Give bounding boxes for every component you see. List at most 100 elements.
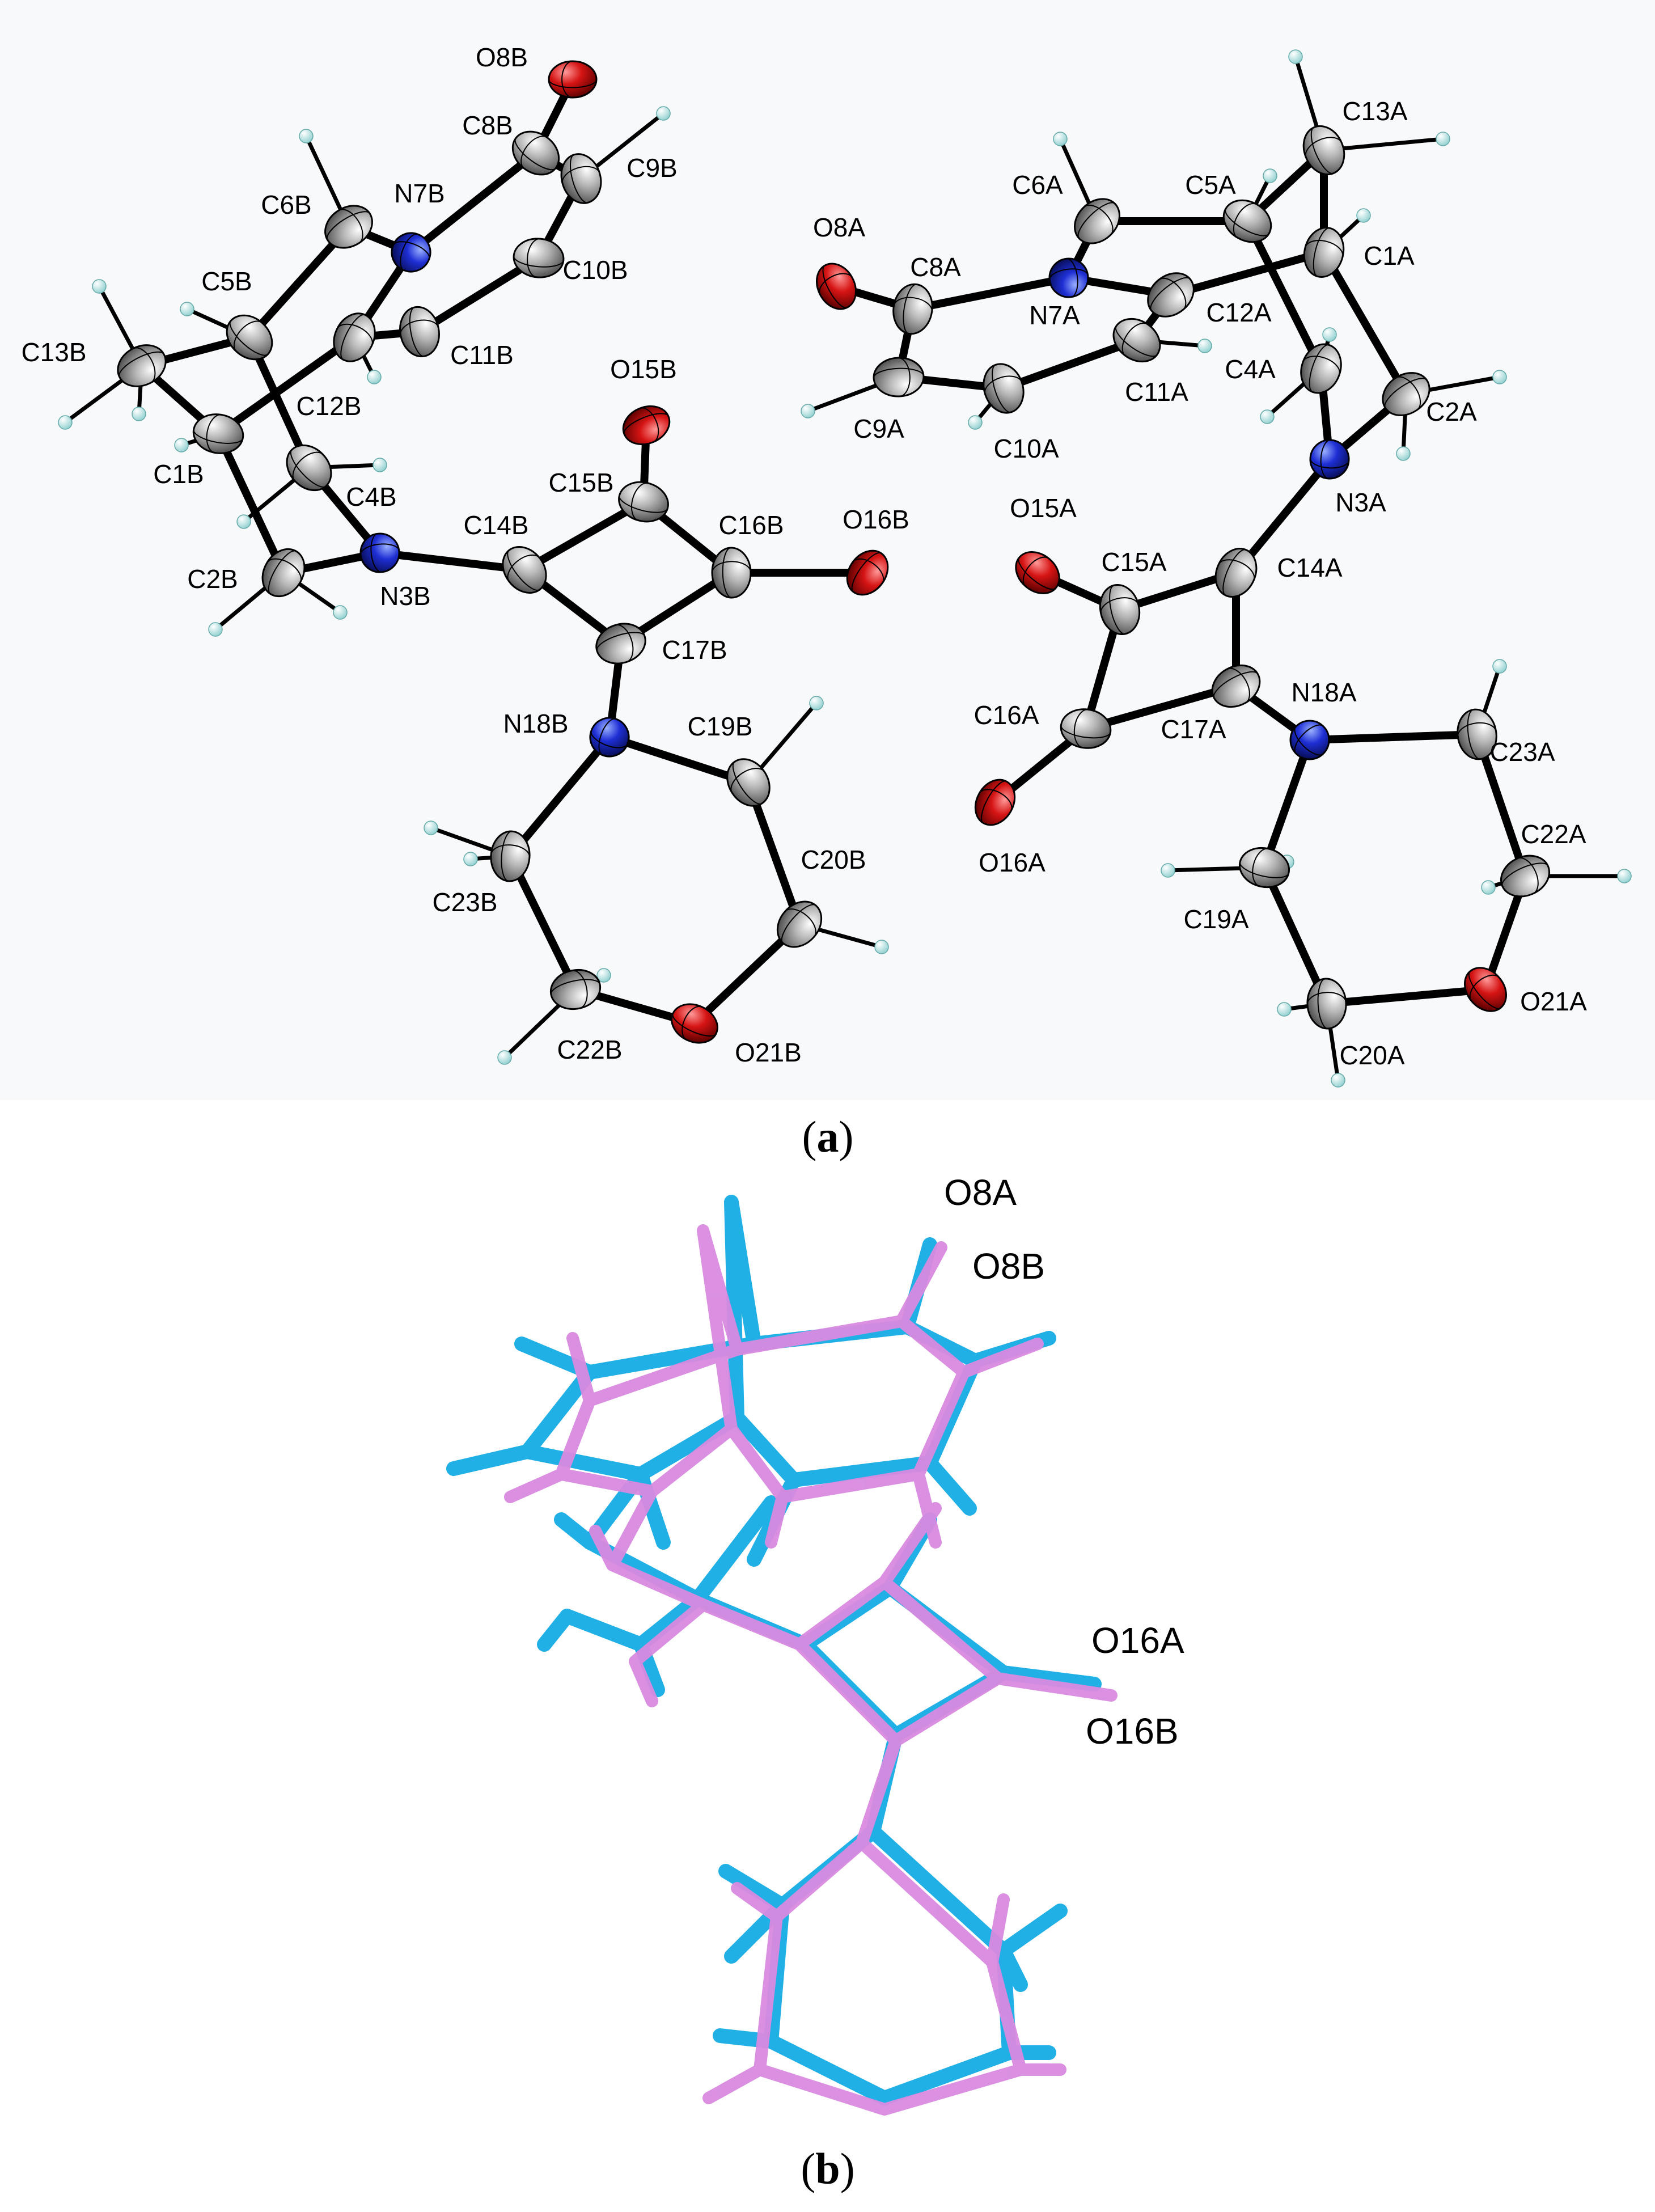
atom-C22A <box>1500 855 1551 898</box>
hydrogen-atom <box>1277 1002 1292 1017</box>
atom-C12A <box>1147 272 1195 318</box>
bond-C16A-C17A <box>1082 682 1240 733</box>
hydrogen-atom <box>1322 327 1337 342</box>
bond-C1B-C2B <box>214 430 287 577</box>
atom-label-N3B: N3B <box>380 581 430 611</box>
atom-label-C19A: C19A <box>1183 904 1248 934</box>
panel-b-caption: (b) <box>801 2144 855 2193</box>
bond-C1A-C12A <box>1167 248 1328 299</box>
atom-label-N18A: N18A <box>1291 678 1356 707</box>
hydrogen-atom <box>497 1050 512 1065</box>
atom-label-O8A: O8A <box>813 213 865 242</box>
hydrogen-atom <box>874 940 889 954</box>
atom-C4A <box>1300 343 1342 394</box>
hydrogen-atom <box>1331 1073 1345 1088</box>
atom-C15A <box>1099 583 1141 636</box>
atom-label-C17A: C17A <box>1161 714 1226 744</box>
atom-C11B <box>399 306 440 358</box>
atom-N7A <box>1048 257 1089 298</box>
atom-label-O21B: O21B <box>735 1038 802 1067</box>
atom-C4B <box>286 444 332 492</box>
atom-label-C6A: C6A <box>1012 170 1063 200</box>
hydrogen-atom <box>1263 168 1277 183</box>
hydrogen-atom <box>373 458 387 472</box>
atom-label-C22B: C22B <box>557 1035 622 1064</box>
atom-C6A <box>1074 198 1120 244</box>
atom-O21A <box>1464 967 1507 1012</box>
hydrogen-atom <box>1161 863 1175 878</box>
atom-C23A <box>1457 708 1497 760</box>
overlay-label-O16A: O16A <box>1091 1620 1184 1661</box>
atom-label-N7A: N7A <box>1029 301 1080 330</box>
hydrogen-atom <box>801 404 815 418</box>
atom-C13A <box>1302 125 1345 176</box>
hydrogen-atom <box>367 370 382 384</box>
hydrogen-atom <box>180 302 194 316</box>
hydrogen-atom <box>1396 446 1411 461</box>
hydrogen-atom <box>299 129 314 143</box>
atom-label-C11A: C11A <box>1125 377 1188 407</box>
atom-label-C17B: C17B <box>662 635 727 665</box>
atom-label-O15B: O15B <box>610 354 677 384</box>
atom-label-C1B: C1B <box>153 459 204 489</box>
atom-label-C23B: C23B <box>432 887 497 917</box>
bond-N18A-C23A <box>1306 730 1481 744</box>
hydrogen-atom <box>1481 880 1496 895</box>
atom-label-C15A: C15A <box>1101 547 1166 577</box>
atom-C5B <box>226 314 273 361</box>
hydrogen-atom <box>463 852 478 866</box>
atom-C10A <box>983 363 1025 414</box>
atom-label-C11B: C11B <box>450 340 514 370</box>
atom-label-C14A: C14A <box>1277 553 1342 582</box>
overlay-label-O8A: O8A <box>944 1172 1017 1213</box>
atom-label-C6B: C6B <box>261 190 311 219</box>
atom-label-N18B: N18B <box>503 709 568 738</box>
bond-C8B-N7B <box>407 149 540 256</box>
atom-label-C9B: C9B <box>627 153 677 183</box>
atom-label-C12B: C12B <box>296 391 361 421</box>
atom-O16B <box>846 549 889 596</box>
atom-C8B <box>511 130 560 176</box>
atom-N3B <box>359 532 400 573</box>
atom-N18A <box>1289 720 1330 760</box>
atom-C10B <box>513 238 565 278</box>
atom-C11A <box>1112 318 1161 363</box>
atom-C2B <box>261 548 306 598</box>
atom-C16A <box>1060 708 1112 749</box>
panel-a-caption: (a) <box>802 1112 854 1161</box>
bond-C5A-C4A <box>1243 217 1325 373</box>
bond-C22B-C23B <box>506 852 579 993</box>
atom-label-C19B: C19B <box>687 712 752 741</box>
atom-label-O8B: O8B <box>476 43 528 72</box>
bond-C1A-C2A <box>1320 248 1410 398</box>
atom-O15B <box>622 405 671 446</box>
atom-O8B <box>548 60 598 99</box>
atom-label-O16A: O16A <box>979 848 1046 877</box>
hydrogen-atom <box>596 968 611 983</box>
atom-label-C8A: C8A <box>910 252 961 282</box>
atom-C13B <box>117 344 167 387</box>
atom-label-C10A: C10A <box>993 434 1059 463</box>
atom-label-O15A: O15A <box>1010 493 1077 523</box>
atom-C12B <box>333 312 376 362</box>
atom-label-C12A: C12A <box>1206 298 1271 327</box>
atom-C14B <box>502 545 547 594</box>
atom-C14A <box>1214 547 1258 598</box>
atom-label-C20B: C20B <box>801 845 866 874</box>
atom-C17A <box>1211 664 1261 708</box>
bond-C19A-N18A <box>1260 736 1314 872</box>
hydrogen-atom <box>333 605 348 620</box>
bond-N3B-C14B <box>376 549 528 574</box>
atom-label-C4A: C4A <box>1225 354 1276 384</box>
atom-C23B <box>490 830 531 882</box>
atom-C20A <box>1306 978 1347 1030</box>
hydrogen-atom <box>1197 339 1212 353</box>
atom-label-C13A: C13A <box>1342 96 1407 126</box>
atom-N7B <box>391 232 431 273</box>
atom-label-C1A: C1A <box>1364 241 1415 270</box>
atom-C9A <box>873 357 925 397</box>
hydrogen-atom <box>968 415 983 430</box>
overlay-molecule-a <box>504 1224 1118 2116</box>
hydrogen-atom <box>1492 370 1507 384</box>
